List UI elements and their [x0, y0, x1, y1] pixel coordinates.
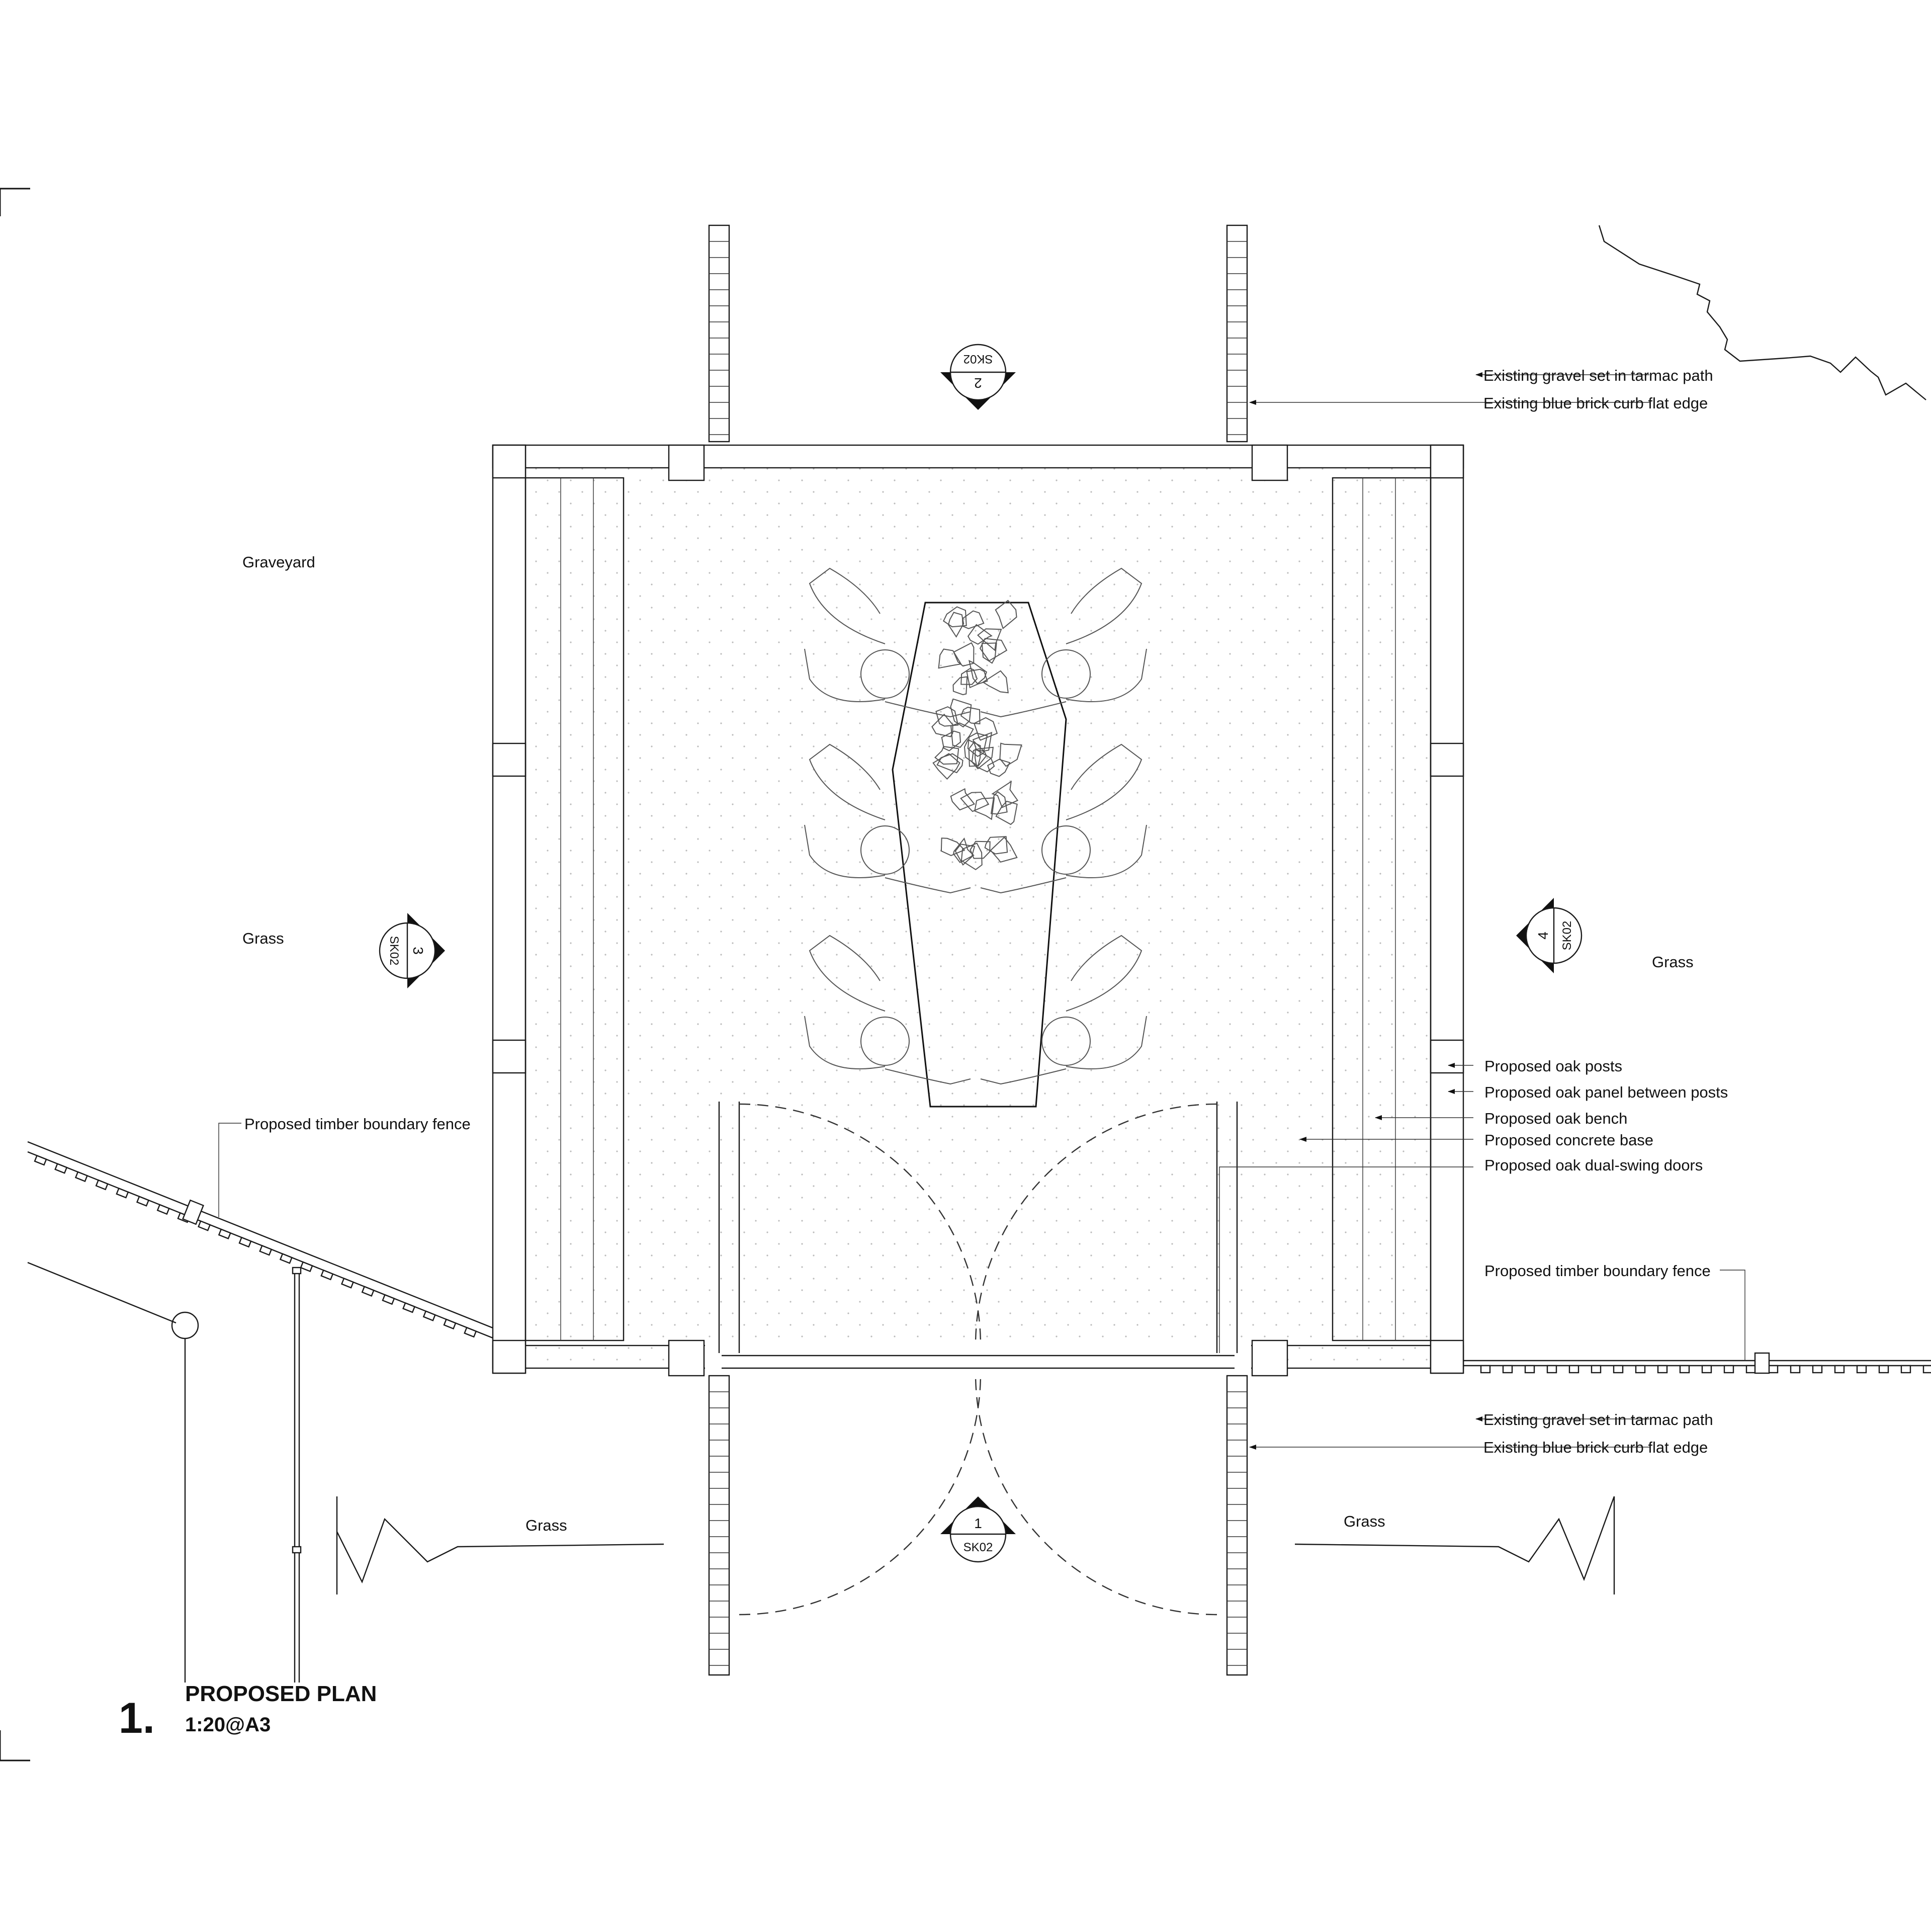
annotation-oak-bench: Proposed oak bench: [1484, 1110, 1627, 1127]
oak-post: [668, 1339, 705, 1377]
timber-boundary-fence-right: [1463, 1352, 1931, 1374]
timber-boundary-fence-left: [27, 1141, 493, 1683]
site-boundary-line: [1598, 225, 1926, 400]
section-marker-top: 2 SK02: [940, 344, 1016, 410]
drawing-title: PROPOSED PLAN: [185, 1682, 377, 1706]
grass-break-line-left: [336, 1496, 664, 1594]
oak-post: [1251, 444, 1288, 481]
oak-bench-left: [524, 477, 625, 1341]
oak-post: [668, 444, 705, 481]
section-marker-left-sheet: SK02: [387, 936, 401, 966]
annotation-top-curb: Existing blue brick curb flat edge: [1483, 394, 1708, 412]
section-marker-top-sheet: SK02: [963, 352, 993, 366]
oak-post: [1430, 444, 1464, 479]
existing-path-top: [708, 224, 1248, 443]
oak-post: [492, 444, 526, 479]
coffin-with-bearers: [804, 567, 1147, 1108]
section-marker-left-number: 3: [410, 947, 426, 955]
oak-post: [1430, 1039, 1464, 1074]
oak-post: [492, 742, 526, 777]
oak-bench-right: [1332, 477, 1432, 1341]
annotation-concrete-base: Proposed concrete base: [1484, 1131, 1653, 1149]
section-marker-left: 3 SK02: [379, 913, 445, 988]
drawing-scale: 1:20@A3: [185, 1714, 271, 1736]
annotation-bottom-curb: Existing blue brick curb flat edge: [1483, 1439, 1708, 1456]
drawing-number: 1.: [119, 1694, 155, 1742]
drawing-title-block: 1. PROPOSED PLAN 1:20@A3: [119, 1682, 377, 1742]
concrete-base: [525, 467, 1431, 1362]
existing-path-bottom: [708, 1375, 1248, 1676]
annotation-oak-panel: Proposed oak panel between posts: [1484, 1083, 1728, 1101]
grass-label-bottom-right: Grass: [1344, 1513, 1385, 1530]
oak-dual-swing-doors: [718, 1102, 1238, 1616]
annotation-oak-posts: Proposed oak posts: [1484, 1057, 1622, 1075]
oak-post: [492, 1039, 526, 1074]
section-marker-right-number: 4: [1535, 932, 1551, 940]
grass-label-right: Grass: [1652, 953, 1694, 971]
section-marker-bottom-sheet: SK02: [963, 1541, 993, 1554]
section-marker-bottom: 1 SK02: [940, 1496, 1016, 1563]
grass-break-line-right: [1294, 1496, 1615, 1594]
annotation-bottom-path: Existing gravel set in tarmac path: [1483, 1411, 1713, 1429]
section-marker-right: 4 SK02: [1516, 898, 1583, 973]
annotation-fence-left: Proposed timber boundary fence: [244, 1115, 471, 1133]
annotation-top-path: Existing gravel set in tarmac path: [1483, 367, 1713, 384]
sheet-frame-marks: [0, 188, 30, 1761]
graveyard-label: Graveyard: [242, 553, 315, 571]
annotation-fence-right: Proposed timber boundary fence: [1484, 1262, 1711, 1280]
oak-post: [1430, 742, 1464, 777]
oak-post: [492, 1339, 526, 1374]
grass-label-bottom-left: Grass: [525, 1517, 567, 1534]
section-marker-bottom-number: 1: [974, 1516, 982, 1531]
annotation-leaders: [218, 372, 1745, 1450]
grass-label-left: Grass: [242, 930, 284, 947]
section-marker-top-number: 2: [974, 375, 982, 391]
annotation-dual-swing-doors: Proposed oak dual-swing doors: [1484, 1156, 1703, 1174]
oak-post: [1430, 1339, 1464, 1374]
section-marker-right-sheet: SK02: [1560, 921, 1574, 951]
oak-post: [1251, 1339, 1288, 1377]
